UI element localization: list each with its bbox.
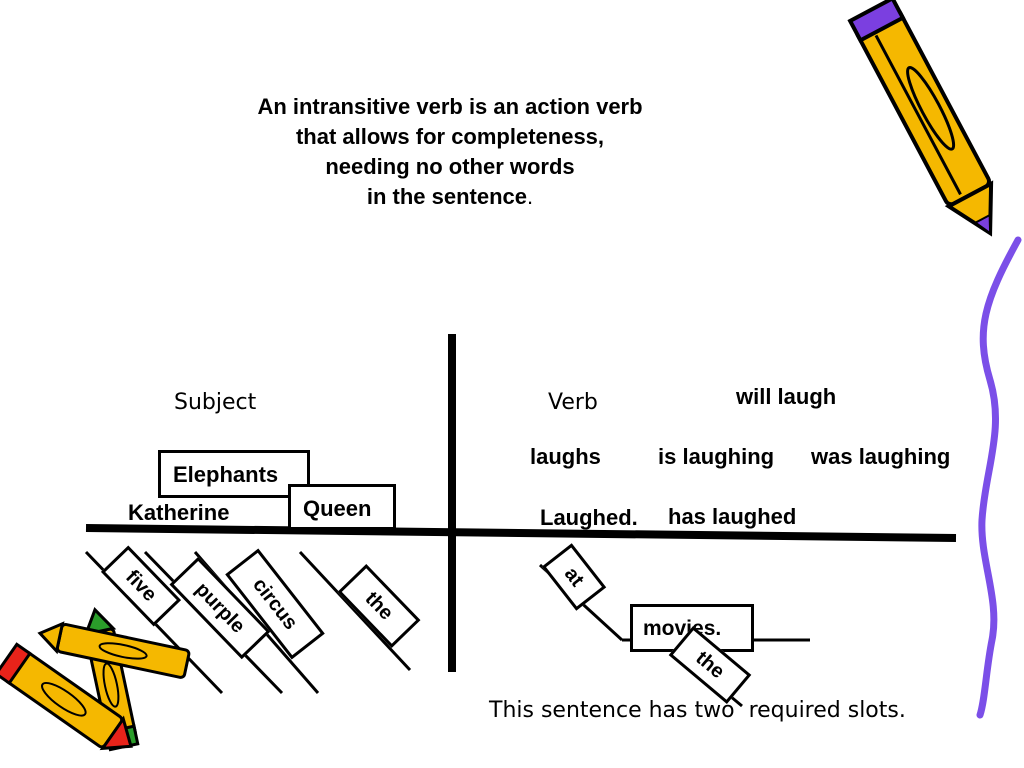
- definition-line-4: in the sentence.: [200, 182, 700, 212]
- queen-box: Queen: [288, 484, 396, 530]
- required-slots-note: This sentence has two required slots.: [489, 698, 906, 723]
- definition-line-2: that allows for completeness,: [295, 124, 605, 149]
- pencil-icon: [847, 0, 994, 237]
- definition-period: .: [527, 184, 534, 209]
- diagram-baseline: [85, 524, 957, 542]
- will-laugh-word: will laugh: [736, 384, 837, 409]
- at-word: at: [559, 563, 589, 591]
- definition-line-4-text: in the sentence: [366, 184, 528, 209]
- movies-box: movies.: [630, 604, 754, 652]
- movies-word: movies.: [643, 617, 722, 640]
- definition-text: An intransitive verb is an action verb t…: [200, 92, 700, 212]
- elephants-word: Elephants: [173, 462, 279, 487]
- the-verb-word: the: [691, 646, 729, 684]
- definition-line-3: needing no other words: [325, 154, 575, 179]
- slant-the-subject: [298, 550, 412, 672]
- laughed-word: Laughed.: [540, 505, 638, 530]
- subject-label: Subject: [174, 390, 257, 415]
- has-laughed-word: has laughed: [668, 504, 797, 529]
- katherine-word: Katherine: [128, 500, 230, 525]
- elephants-box: Elephants: [158, 450, 310, 498]
- definition-line-1: An intransitive verb is an action verb: [257, 94, 643, 119]
- verb-label: Verb: [548, 390, 598, 415]
- crayon-red-icon: [0, 642, 133, 751]
- queen-word: Queen: [303, 496, 372, 521]
- the-subject-word: the: [360, 587, 398, 625]
- purple-wavy-border: [976, 236, 1022, 719]
- was-laughing-word: was laughing: [811, 444, 951, 469]
- is-laughing-word: is laughing: [658, 444, 775, 469]
- laughs-word: laughs: [530, 444, 601, 469]
- crayon-yellow-icon: [37, 621, 191, 679]
